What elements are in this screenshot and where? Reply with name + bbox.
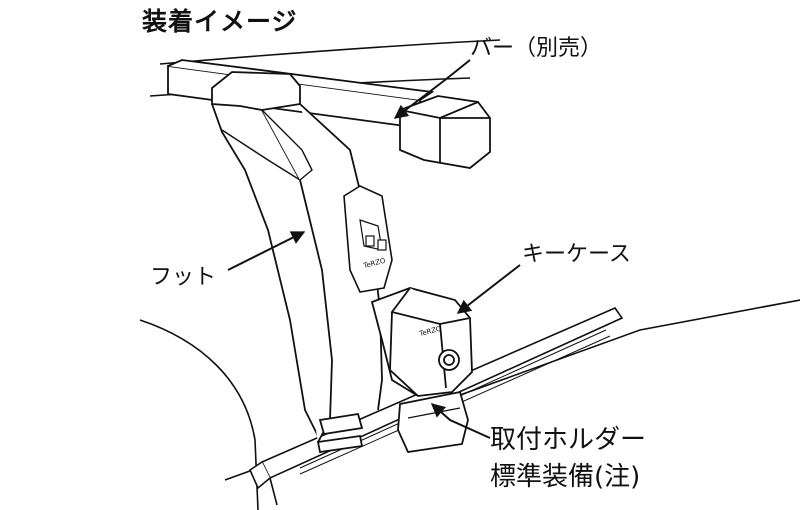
key-case — [370, 287, 473, 453]
holder-label: 取付ホルダー — [490, 425, 647, 455]
bar-label: バー（別売） — [470, 36, 603, 61]
page-title: 装着イメージ — [142, 7, 298, 36]
foot-label: フット — [150, 265, 217, 290]
foot — [211, 71, 383, 454]
holder-clip — [343, 185, 393, 293]
key-case-label: キーケース — [522, 242, 631, 267]
holder-note-label: 標準装備(注) — [490, 462, 641, 492]
callout-arrows — [227, 59, 521, 439]
